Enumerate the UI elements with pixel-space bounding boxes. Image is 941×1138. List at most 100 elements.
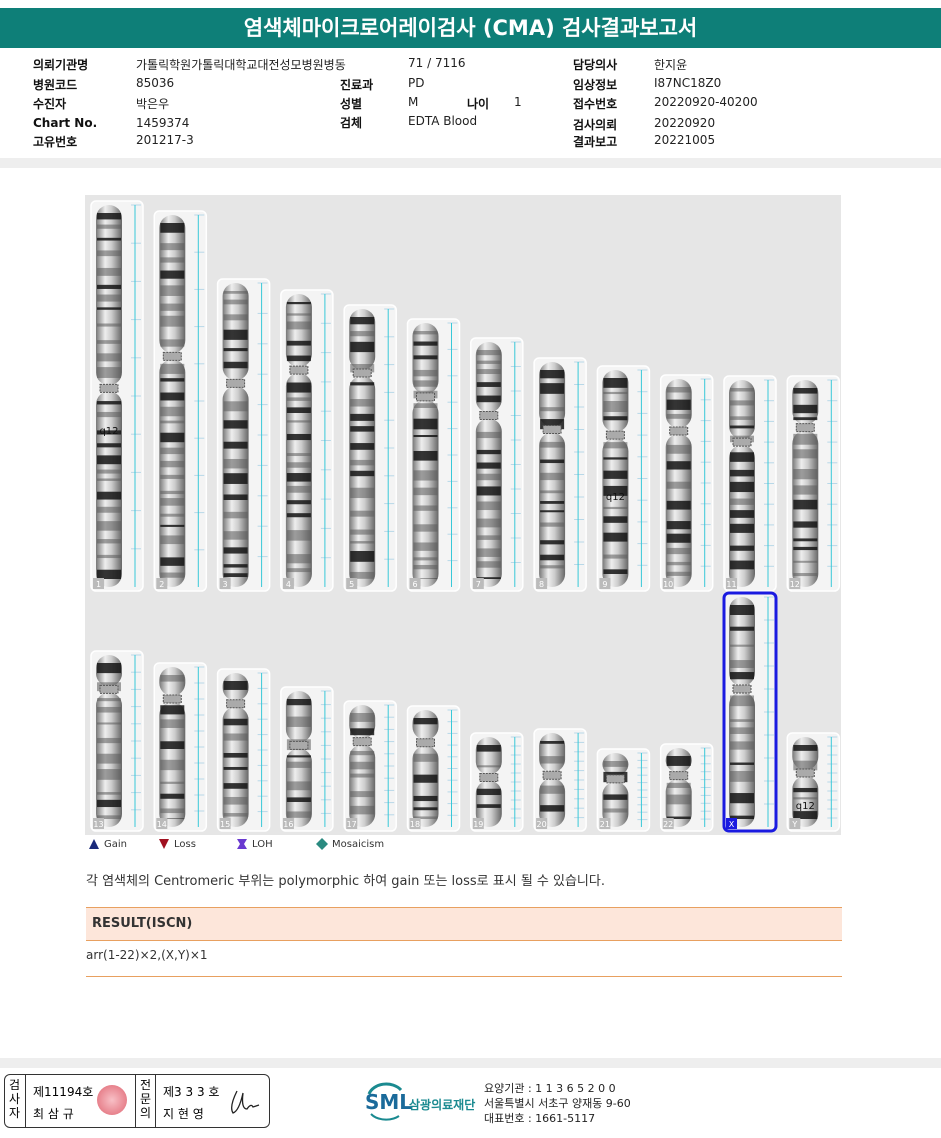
chromosome-X[interactable]: X <box>722 591 778 833</box>
chromosome-13[interactable]: 13 <box>90 650 144 832</box>
band <box>603 401 628 412</box>
band <box>413 403 438 408</box>
band <box>286 781 311 791</box>
chromosome-2[interactable]: 2 <box>153 210 208 592</box>
band <box>413 331 438 335</box>
chromosome-21[interactable]: 21 <box>596 748 651 832</box>
band <box>413 718 438 725</box>
chromosome-number-box <box>346 818 358 829</box>
chromosome-3[interactable]: 3 <box>216 278 271 592</box>
chromosome-5[interactable]: 5 <box>343 304 397 592</box>
label: Chart No. <box>33 116 98 130</box>
band <box>540 805 565 812</box>
band <box>666 561 691 566</box>
band <box>223 766 248 770</box>
chromosome-11[interactable]: 11 <box>723 375 777 592</box>
band <box>160 474 185 479</box>
centromere <box>669 771 689 781</box>
chromosome-number: 12 <box>790 580 800 589</box>
band <box>97 307 121 310</box>
band <box>350 443 375 450</box>
band <box>160 223 185 233</box>
sml-logo: SML <box>363 1080 412 1121</box>
band <box>540 540 565 545</box>
band <box>476 501 501 511</box>
band <box>223 441 248 449</box>
band <box>666 533 691 543</box>
band <box>350 541 375 544</box>
band <box>97 539 121 544</box>
band <box>350 459 375 466</box>
chromosome-number-box <box>662 578 674 589</box>
chromosome-17[interactable]: 17 <box>343 700 397 832</box>
label: 접수번호 <box>573 97 618 111</box>
band <box>160 363 185 374</box>
chromosome-20[interactable]: 20 <box>533 728 587 832</box>
band <box>350 750 375 756</box>
chromosome-19[interactable]: 19 <box>470 732 524 832</box>
chromosome-8[interactable]: 8 <box>533 357 587 592</box>
band <box>223 420 248 429</box>
chromosome-6[interactable]: 6 <box>406 318 461 592</box>
band <box>286 355 311 362</box>
band <box>350 413 375 421</box>
chromosome-number-box <box>789 578 801 589</box>
band <box>413 369 438 377</box>
chromosome-15[interactable]: 15 <box>216 668 271 832</box>
band <box>793 573 818 577</box>
band <box>286 761 311 768</box>
band <box>730 815 754 819</box>
band <box>160 498 185 506</box>
band <box>160 808 185 814</box>
band <box>730 560 754 570</box>
chromosome-18[interactable]: 18 <box>406 705 461 832</box>
band <box>160 315 185 327</box>
band <box>793 521 818 528</box>
band <box>666 782 691 788</box>
p-arm <box>285 294 312 368</box>
triangle-down-icon <box>159 839 169 849</box>
specialist-name: 지 현 영 <box>163 1107 204 1121</box>
band <box>413 435 438 438</box>
band <box>793 404 818 414</box>
band <box>350 510 375 517</box>
band <box>97 340 121 344</box>
band <box>286 485 311 493</box>
legend-item-mosaicism: Mosaicism <box>316 838 384 850</box>
label: 병원코드 <box>33 78 78 92</box>
band <box>540 472 565 481</box>
chromosome-number-box <box>536 818 548 829</box>
band <box>793 417 818 421</box>
label: 수진자 <box>33 97 67 111</box>
chromosome-number-box <box>409 578 421 589</box>
chromosome-14[interactable]: 14 <box>153 662 208 832</box>
band <box>223 573 248 578</box>
band <box>476 765 501 768</box>
chromosome-16[interactable]: 16 <box>280 686 334 832</box>
chromosome-number: 6 <box>412 580 417 589</box>
band <box>160 490 185 495</box>
chromosome-22[interactable]: 22 <box>659 743 714 832</box>
chromosome-number-box <box>156 818 168 829</box>
band <box>603 378 628 388</box>
chromosome-12[interactable]: 12 <box>786 375 841 592</box>
band <box>730 388 754 392</box>
band <box>160 557 185 566</box>
chromosome-number: 4 <box>286 580 291 589</box>
band <box>476 577 501 579</box>
band <box>666 481 691 489</box>
band <box>160 378 185 382</box>
band <box>97 569 121 579</box>
chromosome-7[interactable]: 7 <box>470 337 524 592</box>
band <box>730 481 754 493</box>
band <box>350 761 375 770</box>
chromosome-10[interactable]: 10 <box>659 374 714 592</box>
chromosome-4[interactable]: 4 <box>280 289 334 592</box>
band <box>97 698 121 702</box>
chromosome-number: 16 <box>283 820 293 829</box>
band <box>413 380 438 387</box>
centromere <box>352 737 372 747</box>
